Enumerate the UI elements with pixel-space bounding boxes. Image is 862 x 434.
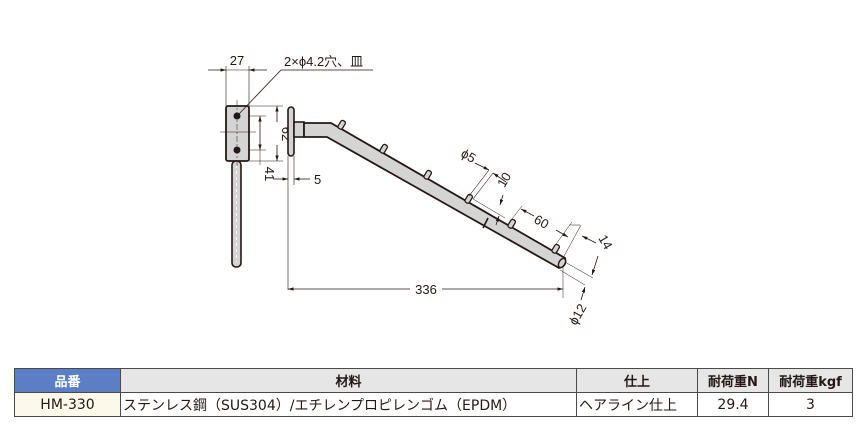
dim-pin-pitch: 60 xyxy=(511,205,573,245)
dim-pin: ϕ5 10 xyxy=(459,146,514,226)
header-finish: 仕上 xyxy=(576,368,698,393)
side-view xyxy=(220,100,256,268)
svg-text:60: 60 xyxy=(532,212,552,232)
svg-text:ϕ12: ϕ12 xyxy=(566,301,590,327)
angled-rod xyxy=(303,122,567,269)
header-material: 材料 xyxy=(120,368,577,393)
header-load-n: 耐荷重N xyxy=(697,368,769,393)
product-drawing: 27 2×ϕ4.2穴、皿 62 41 xyxy=(208,53,616,328)
dim-mount-width: 27 xyxy=(208,53,267,106)
svg-text:27: 27 xyxy=(230,53,244,68)
svg-text:2×ϕ4.2穴、皿: 2×ϕ4.2穴、皿 xyxy=(284,54,363,69)
rubber-pins xyxy=(337,119,561,254)
table-header-row: 品番 材料 仕上 耐荷重N 耐荷重kgf xyxy=(14,368,853,393)
svg-text:10: 10 xyxy=(494,170,514,190)
spec-table: 品番 材料 仕上 耐荷重N 耐荷重kgf HM-330 ステンレス鋼（SUS30… xyxy=(14,368,853,417)
flange-plate xyxy=(287,106,295,157)
svg-text:336: 336 xyxy=(415,282,437,297)
cell-part-number: HM-330 xyxy=(14,392,121,417)
dim-end-distance: 14 xyxy=(562,224,616,259)
front-view xyxy=(287,106,567,269)
svg-text:41: 41 xyxy=(262,167,277,181)
cell-finish: ヘアライン仕上 xyxy=(576,392,698,417)
header-part-number: 品番 xyxy=(14,368,121,393)
dim-plate-thickness: 5 xyxy=(273,156,321,290)
svg-text:ϕ5: ϕ5 xyxy=(459,146,479,166)
svg-text:5: 5 xyxy=(314,172,321,187)
table-row: HM-330 ステンレス鋼（SUS304）/エチレンプロピレンゴム（EPDM） … xyxy=(14,392,853,417)
dim-projection: 336 xyxy=(288,266,564,298)
dim-hole-pitch: 62 41 xyxy=(249,105,294,181)
cell-material: ステンレス鋼（SUS304）/エチレンプロピレンゴム（EPDM） xyxy=(120,392,577,417)
svg-text:14: 14 xyxy=(595,232,615,252)
cell-load-n: 29.4 xyxy=(697,392,769,417)
header-load-kgf: 耐荷重kgf xyxy=(768,368,853,393)
rod-collar xyxy=(293,121,305,138)
cell-load-kgf: 3 xyxy=(768,392,853,417)
dim-hole-note: 2×ϕ4.2穴、皿 xyxy=(237,54,373,116)
dim-rod-diameter: ϕ12 xyxy=(559,255,599,328)
